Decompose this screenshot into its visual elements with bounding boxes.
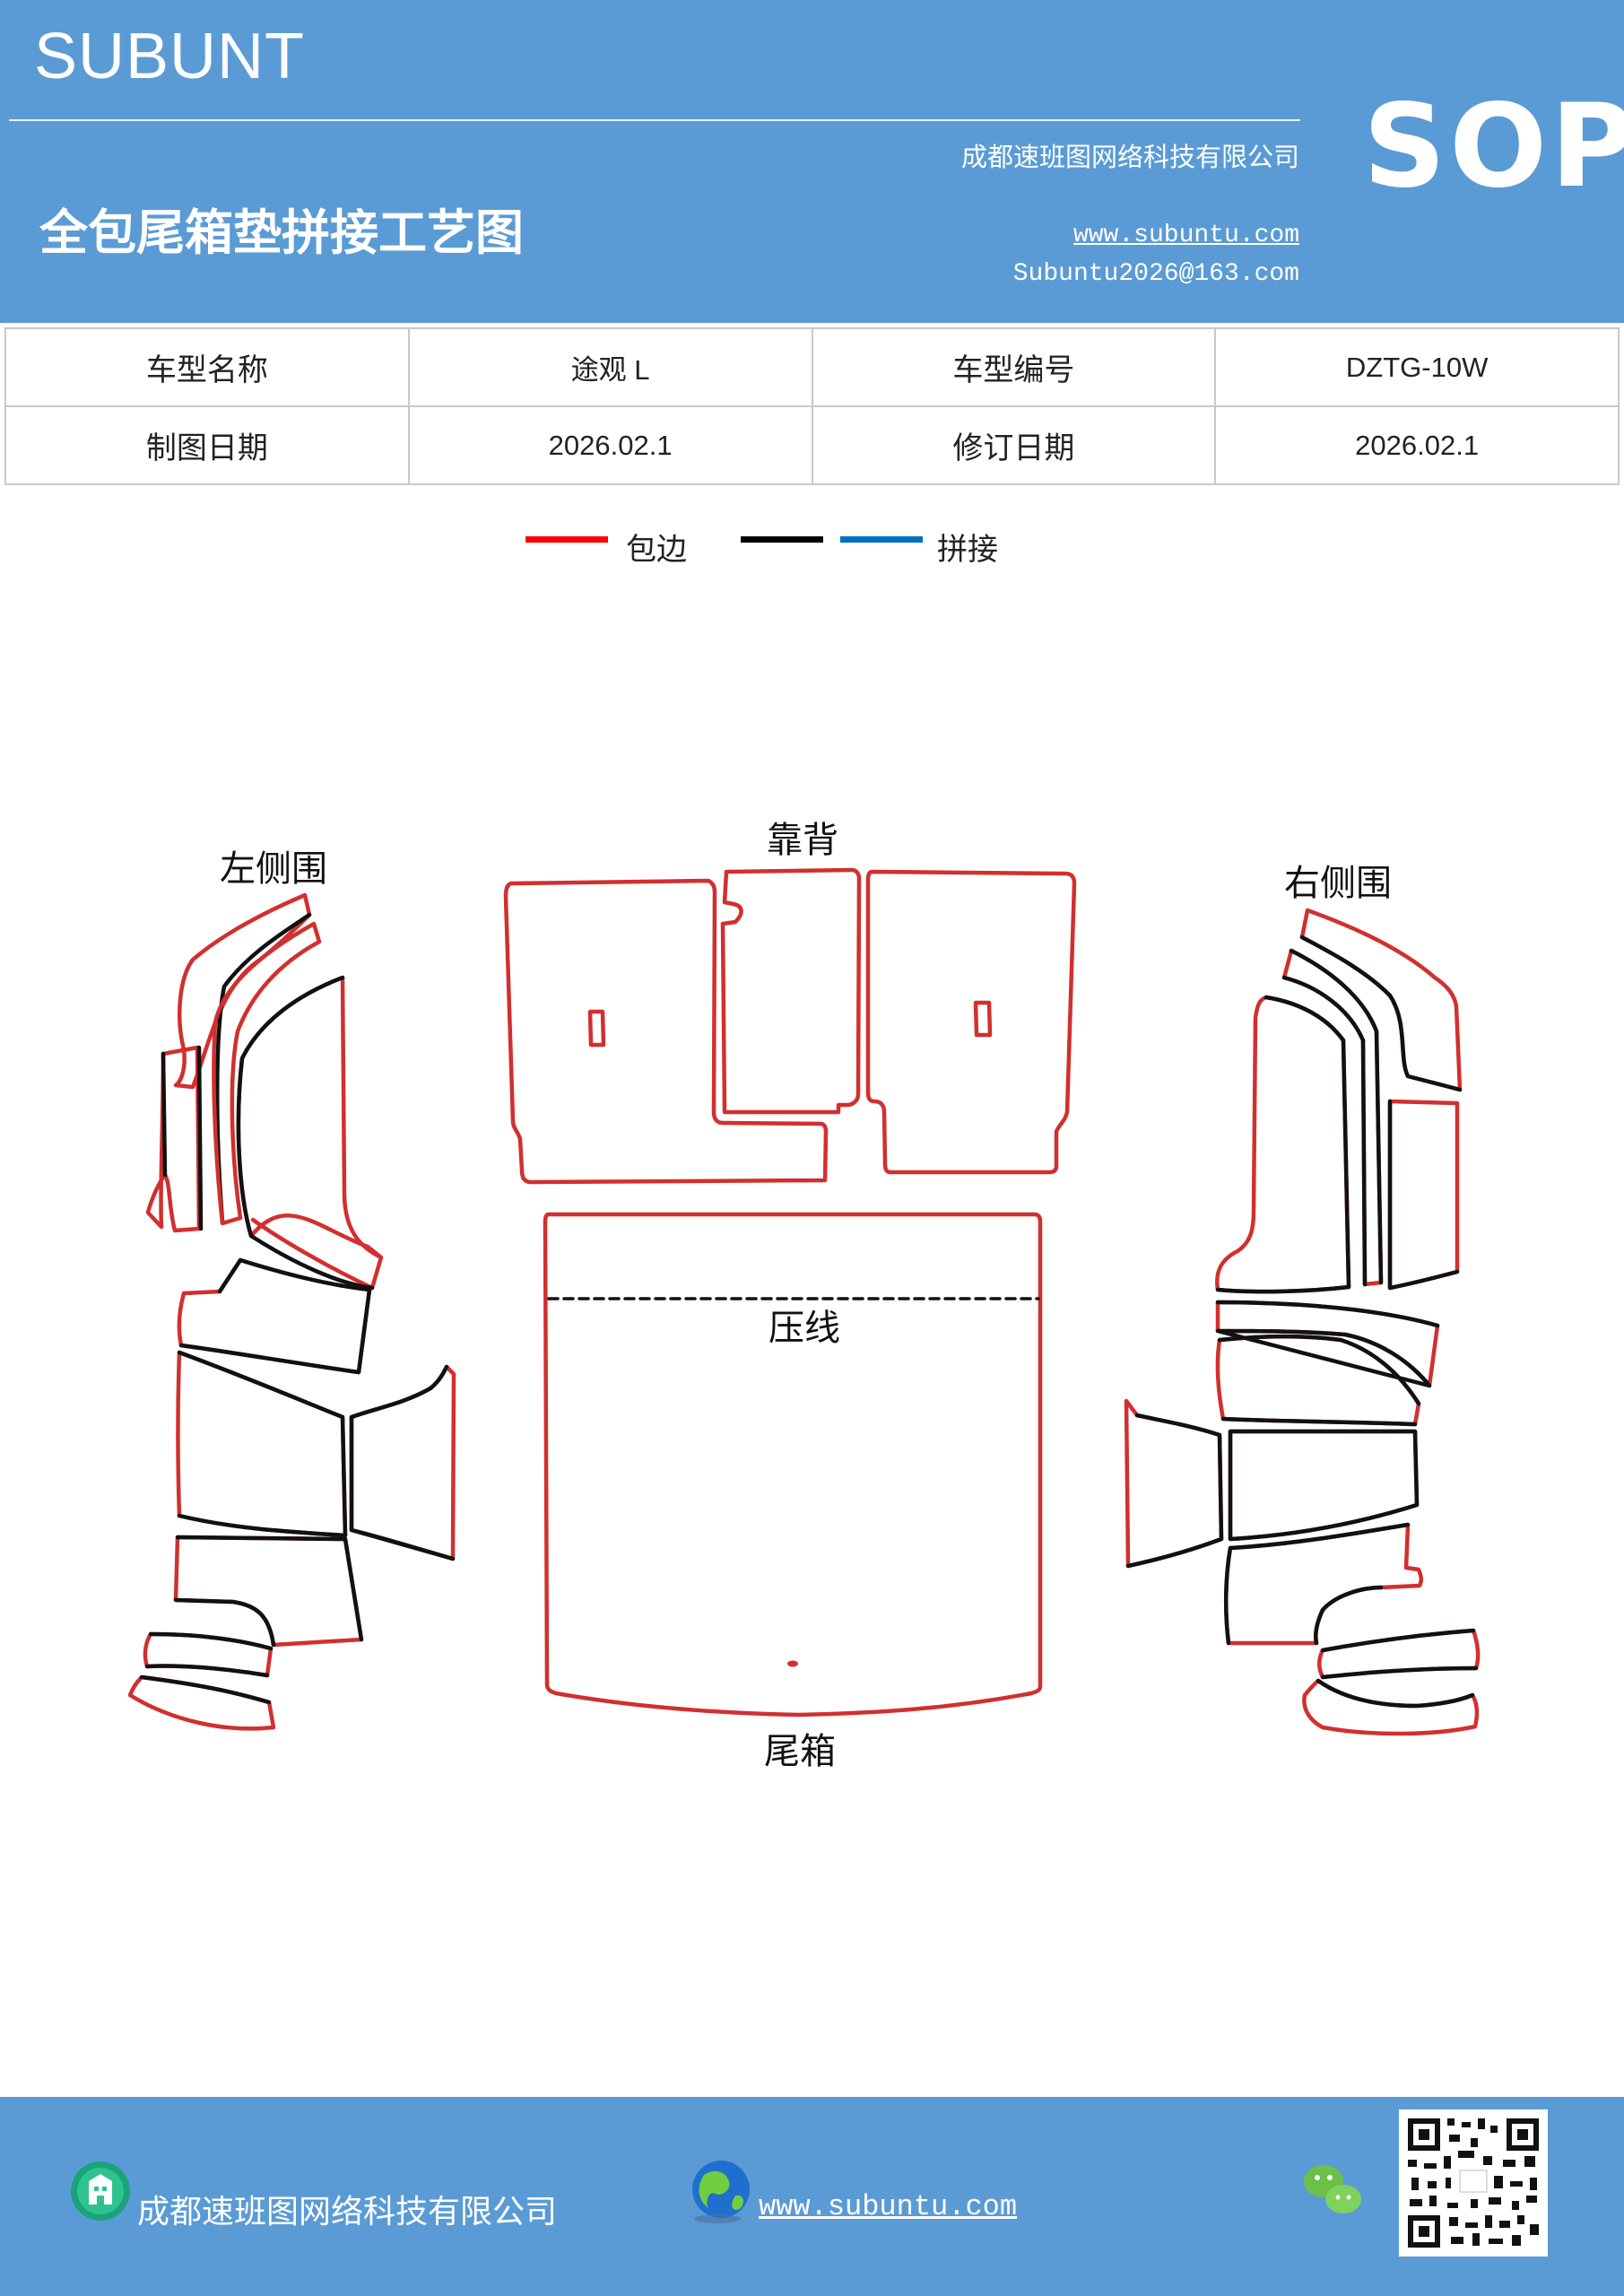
brand-name: SUBUNT — [34, 21, 306, 92]
left-seam-row2 — [177, 1350, 348, 1538]
label-right-side: 右侧围 — [1284, 863, 1392, 904]
header-divider — [9, 119, 1300, 121]
left-piece-strip — [212, 921, 322, 1226]
label-backrest: 靠背 — [767, 820, 838, 861]
legend-label-edging: 包边 — [626, 532, 687, 568]
right-seam-row6 — [1316, 1678, 1475, 1709]
label-crease: 压线 — [769, 1308, 840, 1349]
left-seam-2 — [236, 975, 375, 1291]
backrest-left — [503, 878, 829, 1185]
building-icon — [71, 2161, 130, 2221]
info-value-cell: 2026.02.1 — [1214, 405, 1620, 485]
right-side-panel — [1124, 908, 1481, 1736]
info-value-cell: 途观 L — [407, 327, 813, 407]
right-seam-row2 — [1217, 1334, 1421, 1427]
trunk-hole — [787, 1660, 798, 1667]
info-label-cell: 修订日期 — [811, 405, 1217, 485]
left-seam-row3 — [173, 1535, 364, 1648]
info-label-cell: 车型名称 — [4, 327, 410, 407]
left-piece-small — [145, 1045, 202, 1233]
backrest-hole-left — [587, 1009, 606, 1048]
legend-swatch-edging — [525, 536, 608, 543]
sop-badge: SOP — [1363, 80, 1624, 213]
right-seam-row1 — [1215, 1300, 1440, 1388]
backrest-right — [865, 869, 1077, 1175]
legend-swatch-splice — [840, 536, 923, 543]
right-seam-1 — [1299, 935, 1463, 1092]
company-name: 成都速班图网络科技有限公司 — [960, 142, 1299, 172]
left-seam-row1 — [178, 1257, 372, 1375]
trunk-panel — [543, 1212, 1043, 1718]
website-link[interactable]: www.subuntu.com — [1073, 222, 1299, 249]
info-value-cell: 2026.02.1 — [407, 405, 813, 485]
label-trunk: 尾箱 — [764, 1731, 836, 1772]
backrest-panel — [503, 867, 1077, 1185]
legend-label-splice: 拼接 — [937, 532, 998, 568]
left-seam-3 — [161, 1045, 204, 1231]
backrest-hole-right — [973, 1000, 993, 1038]
right-seam-3 — [1215, 995, 1351, 1294]
right-seam-row3-left — [1125, 1413, 1224, 1569]
left-seam-row2-right — [349, 1364, 456, 1561]
footer-website-link[interactable]: www.subuntu.com — [759, 2190, 1018, 2223]
left-seam-row5 — [139, 1674, 272, 1705]
info-label-cell: 制图日期 — [4, 405, 410, 485]
right-seam-row4 — [1223, 1522, 1411, 1646]
right-seam-row3 — [1228, 1429, 1420, 1542]
globe-icon — [692, 2161, 750, 2223]
document-title: 全包尾箱垫拼接工艺图 — [39, 204, 524, 261]
footer-company-name: 成都速班图网络科技有限公司 — [137, 2194, 558, 2231]
left-seam-row4 — [144, 1631, 274, 1678]
right-seam-4 — [1387, 1099, 1460, 1291]
email-address: Subuntu2026@163.com — [1012, 260, 1299, 288]
qr-code-icon — [1399, 2109, 1548, 2257]
left-side-panel — [127, 892, 456, 1731]
backrest-middle — [720, 867, 862, 1115]
label-left-side: 左侧围 — [220, 848, 327, 890]
right-seam-row5 — [1320, 1628, 1479, 1680]
right-seam-2 — [1281, 948, 1384, 1287]
wechat-icon — [1304, 2165, 1361, 2213]
legend: 包边 拼接 — [0, 525, 1624, 570]
trunk-mat — [543, 1212, 1043, 1718]
info-value-cell: DZTG-10W — [1214, 327, 1620, 407]
legend-swatch-black — [741, 536, 823, 543]
header-banner: SUBUNT 成都速班图网络科技有限公司 全包尾箱垫拼接工艺图 www.subu… — [0, 0, 1624, 323]
info-label-cell: 车型编号 — [811, 327, 1217, 407]
